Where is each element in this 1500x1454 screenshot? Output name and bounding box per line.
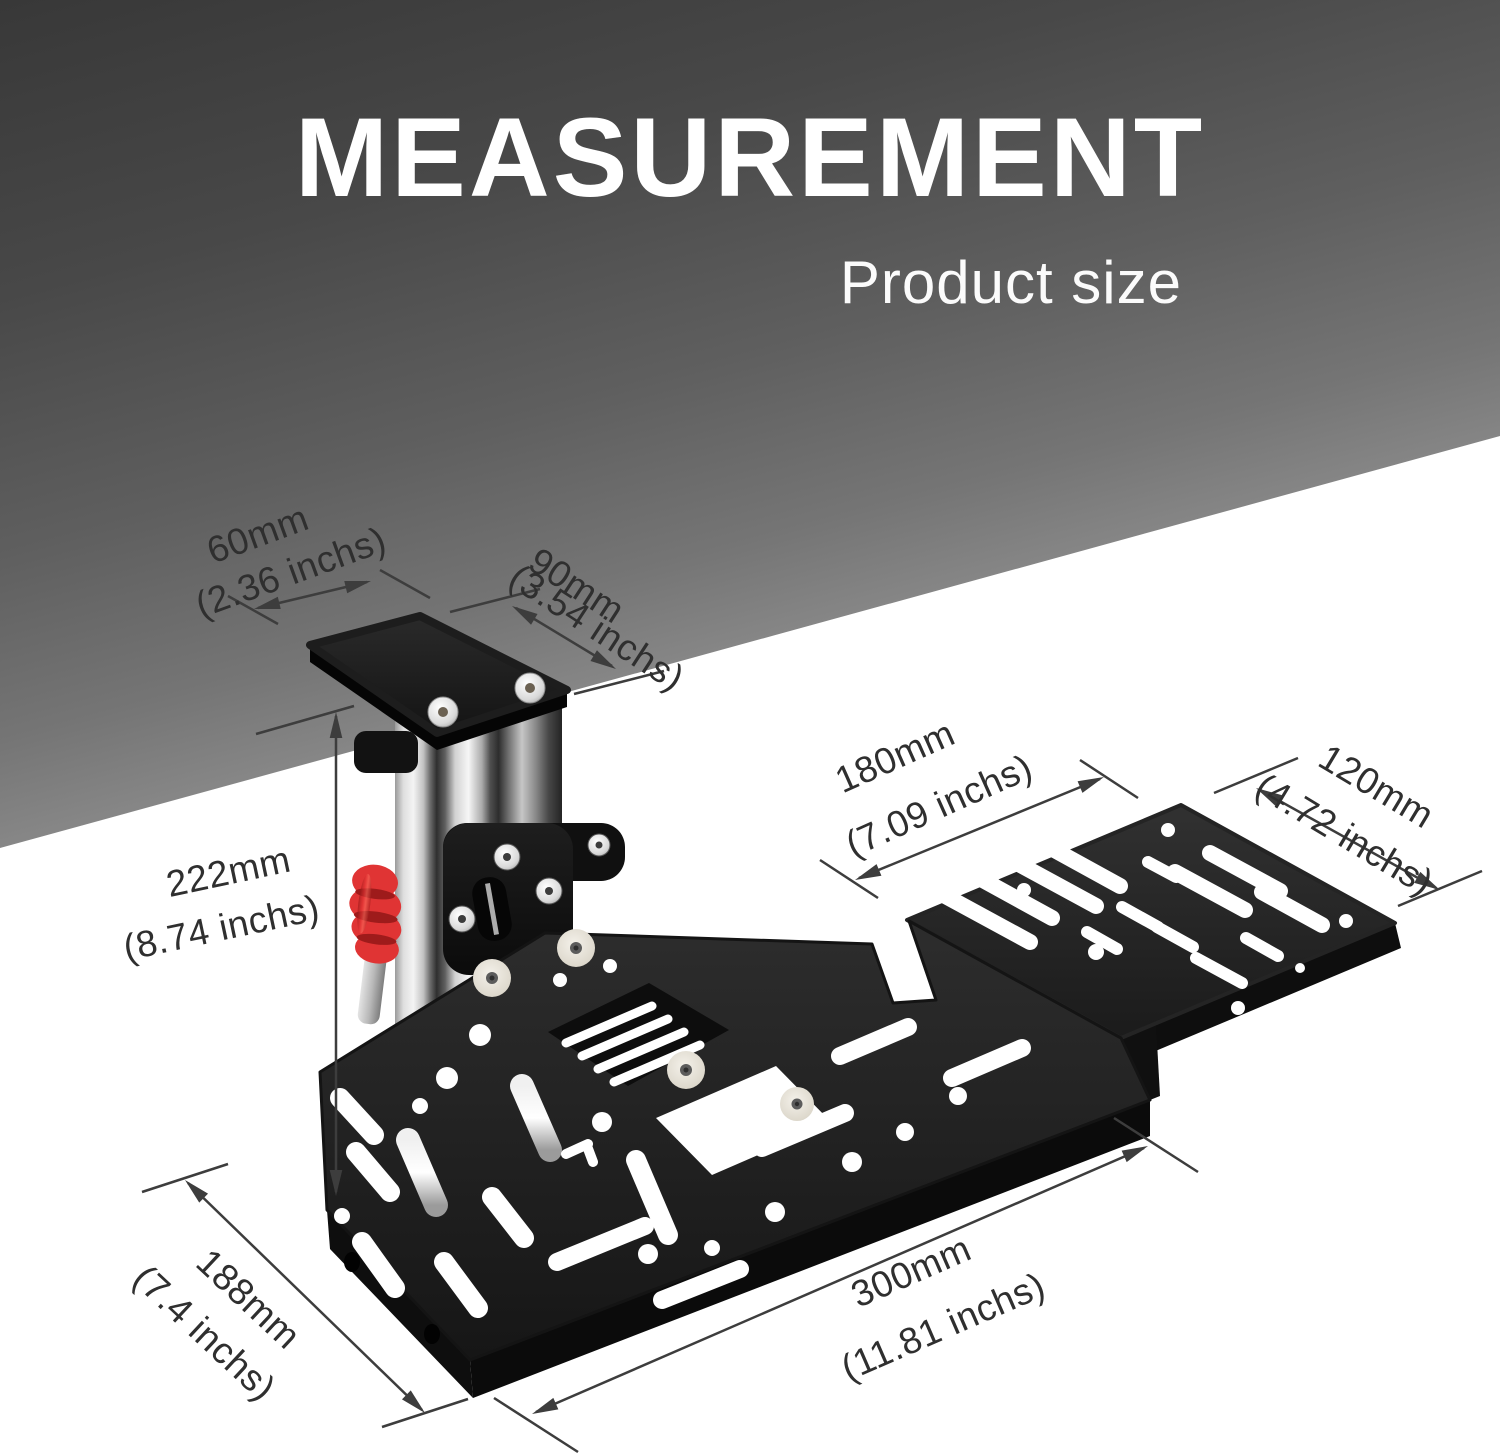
base-plate-vslots bbox=[330, 1088, 678, 1318]
extension-plate-edge-face bbox=[1121, 923, 1401, 1063]
product-render bbox=[306, 612, 1401, 1398]
page-subtitle: Product size bbox=[839, 249, 1182, 316]
extension-plate-holes bbox=[1017, 823, 1353, 1015]
main-base-plate bbox=[318, 919, 1152, 1398]
extension-plate-short-slots bbox=[1081, 856, 1284, 989]
dim-height: 222mm (8.74 inchs) bbox=[120, 704, 355, 1196]
bracket-slot bbox=[472, 877, 512, 941]
base-plate-holes bbox=[334, 959, 967, 1264]
extension-plate-slots bbox=[930, 834, 1330, 950]
extension-plate bbox=[905, 803, 1401, 1124]
deck-countersunk-screws bbox=[473, 929, 814, 1121]
top-plate-screws bbox=[427, 672, 546, 728]
base-plate-uslots bbox=[548, 1018, 1031, 1309]
toggle-clamp-handle bbox=[349, 864, 402, 1025]
clamp-pad bbox=[354, 731, 418, 773]
base-plate-front-face bbox=[470, 1100, 1150, 1398]
dim-plate-width: 60mm (2.36 inchs) bbox=[190, 497, 431, 626]
front-face-holes bbox=[344, 1252, 440, 1344]
top-plate-top-face bbox=[306, 612, 571, 737]
bracket-screws bbox=[448, 833, 611, 933]
dim-label-inches: (8.74 inchs) bbox=[120, 887, 323, 969]
top-plate-side-face bbox=[310, 645, 567, 750]
page-title: MEASUREMENT bbox=[294, 95, 1206, 220]
l-cutout bbox=[561, 1139, 598, 1167]
grip-highlight bbox=[357, 873, 372, 934]
column-through-slots bbox=[396, 1074, 562, 1217]
top-clamp-plate bbox=[306, 612, 571, 750]
